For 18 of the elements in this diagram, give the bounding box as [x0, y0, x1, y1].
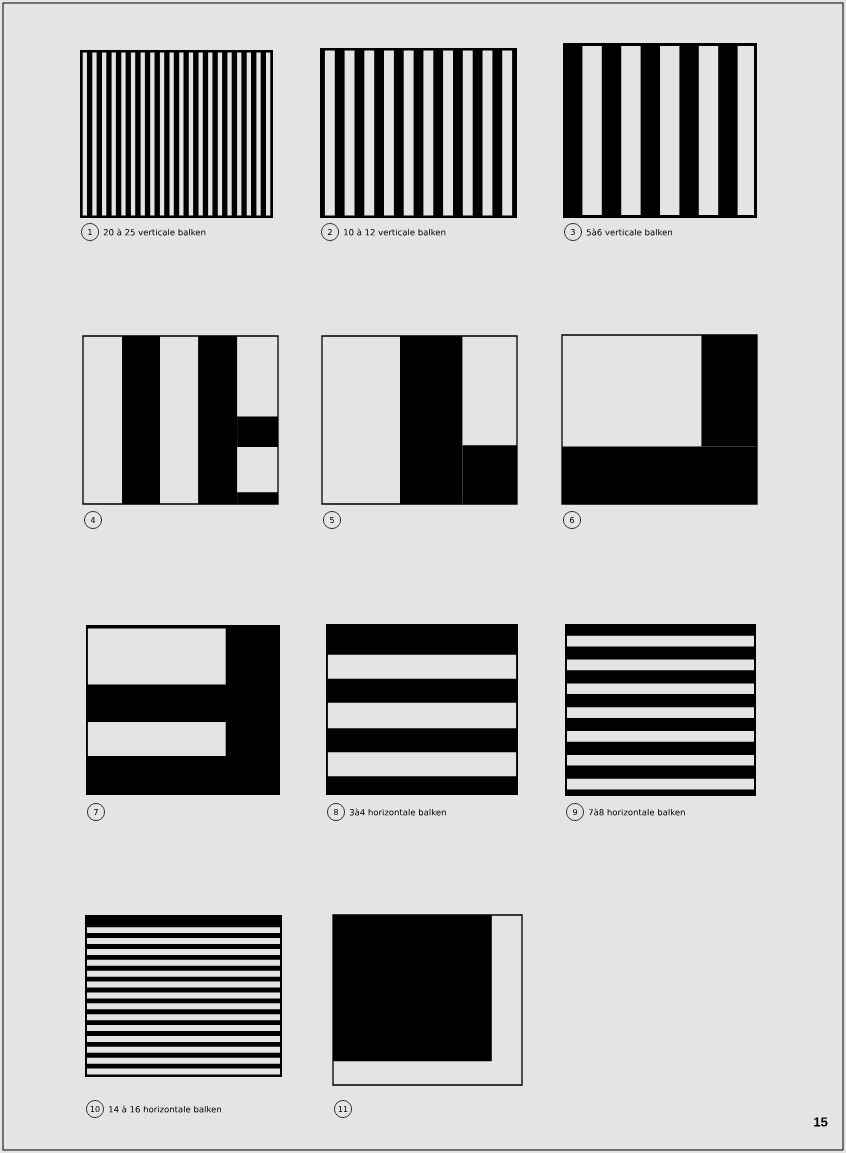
- callout-number: 11: [334, 1100, 352, 1118]
- caption-text: 20 à 25 verticale balken: [103, 228, 206, 236]
- callout-number: 1: [81, 223, 99, 241]
- caption-text: 10 à 12 verticale balken: [344, 228, 446, 236]
- caption-text: 3à4 horizontale balken: [349, 808, 446, 816]
- page-number: 15: [814, 1117, 828, 1127]
- callout-number: 2: [321, 223, 339, 241]
- caption-text: 5à6 verticale balken: [586, 228, 673, 236]
- callout-number: 7: [87, 803, 105, 821]
- caption-text: 14 à 16 horizontale balken: [109, 1105, 221, 1113]
- callout-number: 10: [86, 1100, 104, 1118]
- caption-text: 7à8 horizontale balken: [588, 808, 685, 816]
- callout-number: 9: [566, 803, 584, 821]
- callout-number: 4: [84, 511, 102, 529]
- callout-number: 6: [563, 511, 581, 529]
- callout-number: 3: [564, 223, 582, 241]
- callout-number: 5: [323, 511, 341, 529]
- callout-number: 8: [327, 803, 345, 821]
